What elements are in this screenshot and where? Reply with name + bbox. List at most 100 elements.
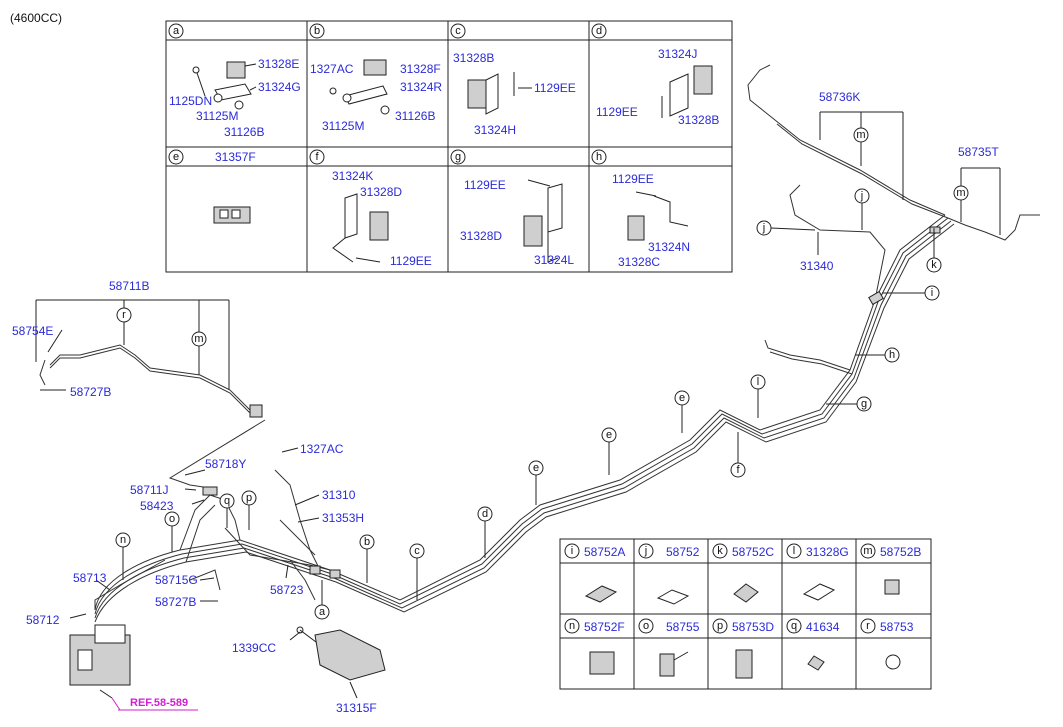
label-1339CC: 1339CC: [232, 641, 276, 655]
ref-58-589-link[interactable]: REF.58-589: [130, 697, 188, 709]
label-58711J: 58711J: [130, 483, 168, 497]
bottom-cell-j: j 58752: [638, 543, 700, 605]
svg-text:b: b: [314, 25, 320, 37]
svg-text:58752F: 58752F: [584, 620, 625, 634]
top-cell-d: 31324J 1129EE 31328B: [596, 47, 719, 127]
svg-text:k: k: [931, 259, 937, 271]
callout-o: o: [164, 511, 180, 552]
abs-module: [69, 624, 131, 699]
bottom-parts-table: i 58752A j 58752 k 58752C l 31328G m 587…: [559, 538, 932, 690]
brake-line-bundle: [39, 64, 1040, 623]
part-1125DN: 1125DN: [169, 94, 212, 108]
callout-j1: j: [756, 220, 816, 236]
bottom-cell-o: o 58755: [638, 618, 700, 677]
svg-text:a: a: [319, 606, 326, 618]
part-31126B-b: 31126B: [395, 109, 435, 123]
top-cell-g-header: g: [450, 149, 466, 165]
bracket-31315F: [296, 626, 386, 681]
svg-text:e: e: [173, 151, 179, 163]
svg-text:r: r: [866, 620, 870, 632]
svg-text:g: g: [861, 398, 867, 410]
svg-text:n: n: [569, 620, 575, 632]
svg-text:p: p: [246, 492, 252, 504]
callout-h: h: [855, 347, 900, 363]
svg-text:q: q: [791, 620, 797, 632]
svg-text:p: p: [717, 620, 723, 632]
top-cell-b-header: b: [309, 23, 325, 39]
diagram-labels: 58711B 58754E 58727B 58718Y 58711J 58423…: [12, 90, 999, 715]
svg-text:58753: 58753: [880, 620, 914, 634]
bottom-cell-q: q 41634: [786, 618, 840, 671]
svg-text:g: g: [455, 151, 461, 163]
bottom-cell-i: i 58752A: [564, 543, 625, 603]
svg-text:l: l: [793, 545, 795, 557]
line-clips: [202, 226, 941, 579]
top-cell-a-header: a: [168, 23, 184, 39]
part-31324R: 31324R: [400, 80, 442, 94]
part-31324L: 31324L: [534, 253, 574, 267]
bottom-cell-k: k 58752C: [712, 543, 774, 603]
bottom-cell-r: r 58753: [860, 618, 914, 670]
part-1129EE-h: 1129EE: [612, 172, 654, 186]
part-1129EE-c: 1129EE: [534, 81, 576, 95]
label-58718Y: 58718Y: [205, 457, 246, 471]
svg-text:31328G: 31328G: [806, 545, 849, 559]
part-31357F: 31357F: [215, 150, 256, 164]
part-31324H: 31324H: [474, 123, 516, 137]
label-58723: 58723: [270, 583, 304, 597]
top-cell-g: 1129EE 31328D 31324L: [460, 178, 574, 267]
top-cell-f-header: f: [309, 149, 325, 165]
svg-text:58752: 58752: [666, 545, 700, 559]
svg-text:f: f: [736, 464, 740, 476]
svg-text:m: m: [863, 545, 872, 557]
svg-text:i: i: [571, 545, 573, 557]
engine-label: (4600CC): [10, 11, 62, 25]
label-58735T: 58735T: [958, 145, 999, 159]
top-cell-e-header: e: [168, 149, 184, 165]
top-cell-b: 1327AC 31328F 31324R 31125M 31126B: [310, 59, 442, 133]
svg-text:d: d: [482, 508, 488, 520]
svg-text:h: h: [596, 151, 602, 163]
label-leaders: [35, 111, 1001, 699]
label-58712: 58712: [26, 613, 60, 627]
part-31324K: 31324K: [332, 169, 373, 183]
svg-text:58753D: 58753D: [732, 620, 774, 634]
bottom-cell-l: l 31328G: [786, 543, 849, 601]
part-31125M-b: 31125M: [322, 119, 364, 133]
svg-text:q: q: [224, 495, 230, 507]
part-31324J: 31324J: [658, 47, 697, 61]
svg-text:o: o: [169, 513, 175, 525]
callout-e3: e: [674, 390, 690, 433]
ref-link[interactable]: REF.58-589: [111, 697, 198, 711]
part-31328E: 31328E: [258, 57, 299, 71]
svg-text:58752B: 58752B: [880, 545, 921, 559]
svg-text:m: m: [194, 333, 203, 345]
svg-text:j: j: [860, 190, 863, 202]
callout-i: i: [882, 285, 940, 301]
svg-text:c: c: [414, 545, 420, 557]
part-31324N: 31324N: [648, 240, 690, 254]
callout-d: d: [477, 506, 493, 558]
svg-text:m: m: [856, 129, 865, 141]
svg-text:l: l: [757, 376, 759, 388]
top-cell-a: 31328E 31324G 1125DN 31125M 31126B: [169, 57, 301, 139]
part-31328D: 31328D: [360, 185, 402, 199]
top-cell-h: 1129EE 31324N 31328C: [612, 172, 690, 269]
part-31126B: 31126B: [224, 125, 264, 139]
part-31328F: 31328F: [400, 62, 441, 76]
label-58715G: 58715G: [155, 573, 198, 587]
label-58423: 58423: [140, 499, 174, 513]
part-31328B-d: 31328B: [678, 113, 719, 127]
svg-text:c: c: [455, 25, 461, 37]
callout-e1: e: [528, 460, 544, 505]
callout-j2: j: [854, 188, 870, 230]
svg-text:i: i: [931, 287, 933, 299]
callout-m3: m: [191, 331, 207, 375]
callout-f: f: [730, 432, 746, 478]
callout-m1: m: [853, 127, 869, 166]
callout-a: a: [314, 580, 330, 620]
svg-text:b: b: [364, 536, 370, 548]
callout-c: c: [409, 543, 425, 600]
